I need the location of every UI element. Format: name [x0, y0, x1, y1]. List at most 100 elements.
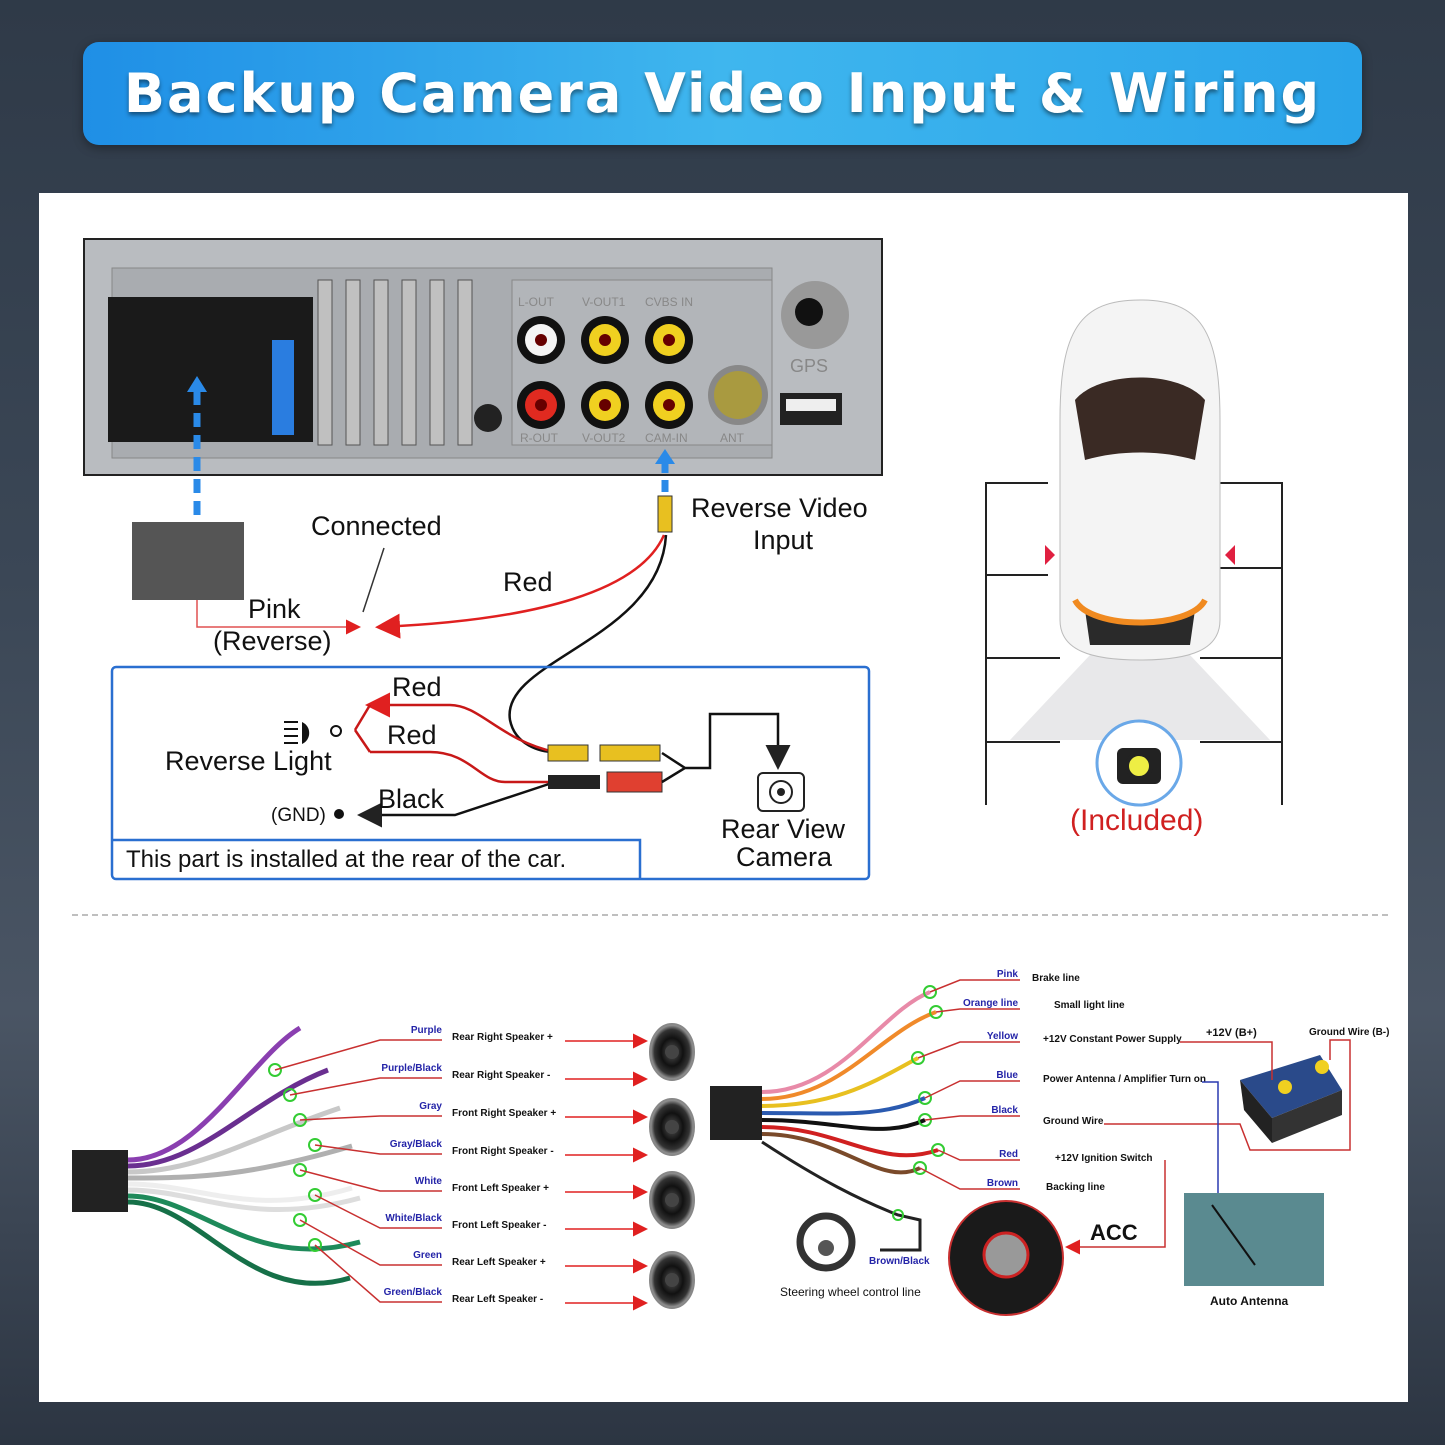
power-wire	[761, 1056, 919, 1108]
wire-color-label: Purple	[411, 1025, 443, 1036]
wire-function-label: Brake line	[1032, 973, 1080, 984]
leader-line	[314, 1244, 442, 1303]
wire-function-label: Rear Left Speaker +	[452, 1257, 546, 1268]
battery-plus-label: +12V (B+)	[1206, 1027, 1257, 1039]
wire-color-label: Orange line	[963, 998, 1018, 1009]
splice-marker	[308, 1138, 322, 1152]
port-label: GPS	[790, 356, 828, 376]
install-note: This part is installed at the rear of th…	[126, 846, 566, 873]
wire-function-label: +12V Ignition Switch	[1055, 1153, 1153, 1164]
wire-function-label: Rear Right Speaker -	[452, 1070, 550, 1081]
antenna-label: Auto Antenna	[1210, 1294, 1289, 1308]
wire-color-label: Pink	[997, 969, 1019, 980]
port-label: ANT	[720, 431, 745, 445]
port-labels: L-OUT V-OUT1 CVBS IN R-OUT V-OUT2 CAM-IN…	[518, 295, 828, 445]
leader-line	[299, 1115, 442, 1121]
port-label: L-OUT	[518, 295, 555, 309]
rca-ports	[474, 316, 768, 432]
arrow-head	[655, 449, 675, 464]
page-title: Backup Camera Video Input & Wiring	[123, 62, 1322, 125]
wire-color-label: Brown/Black	[869, 1256, 930, 1267]
wire-color-label: Gray	[419, 1101, 442, 1112]
wire-function-label: Front Left Speaker +	[452, 1183, 549, 1194]
power-wire	[761, 990, 931, 1094]
pink-label: Pink	[248, 594, 301, 624]
power-wire	[761, 1125, 939, 1158]
leader-line	[299, 1169, 442, 1192]
splice-marker	[911, 1051, 925, 1065]
power-wire	[761, 1132, 921, 1175]
port-label: R-OUT	[520, 431, 559, 445]
wire-function-label: Rear Left Speaker -	[452, 1294, 543, 1305]
camera-wiring: Connected Pink (Reverse) Red Reverse Vid…	[110, 493, 871, 881]
car-top-view: (Included)	[985, 299, 1283, 837]
rca-plug	[657, 495, 673, 533]
harness-plug	[132, 522, 244, 600]
leader-line	[274, 1039, 442, 1071]
red-label: Red	[392, 672, 442, 702]
fuse	[272, 340, 294, 435]
gnd-label: (GND)	[271, 805, 326, 826]
leader-line	[299, 1219, 442, 1266]
battery-minus-label: Ground Wire (B-)	[1309, 1027, 1389, 1038]
black-label: Black	[378, 784, 445, 814]
antenna-photo	[1184, 1193, 1324, 1286]
speaker-wire	[127, 1067, 329, 1169]
red-label: Red	[503, 567, 553, 597]
leader-line	[937, 1149, 1020, 1161]
wire-color-label: Gray/Black	[390, 1139, 443, 1150]
included-label: (Included)	[1070, 804, 1203, 837]
wire-color-label: Green/Black	[384, 1287, 443, 1298]
power-wire	[761, 1010, 937, 1101]
reverse-light-icon	[284, 721, 310, 744]
speaker-wire	[127, 1187, 361, 1212]
reverse-light-label: Reverse Light	[165, 746, 332, 776]
splice-marker	[268, 1063, 282, 1077]
wire-color-label: Yellow	[987, 1031, 1018, 1042]
splice-marker	[913, 1161, 927, 1175]
wire-function-label: +12V Constant Power Supply	[1043, 1034, 1182, 1045]
speaker-icon	[649, 1251, 695, 1309]
speaker-icon	[649, 1023, 695, 1081]
leader-line	[289, 1077, 442, 1096]
splice-marker	[308, 1238, 322, 1252]
steering-label: Steering wheel control line	[780, 1285, 921, 1299]
leader-line	[929, 979, 1020, 993]
splice-marker	[931, 1143, 945, 1157]
splice-marker	[923, 985, 937, 999]
connected-label: Connected	[311, 511, 442, 541]
port-label: CAM-IN	[645, 431, 688, 445]
arrow-head	[187, 376, 207, 392]
splice-marker	[283, 1088, 297, 1102]
battery-icon	[1240, 1055, 1342, 1143]
port-label: CVBS IN	[645, 295, 693, 309]
wire-function-label: Small light line	[1054, 1000, 1125, 1011]
head-unit-rear	[83, 238, 883, 476]
wire-function-label: Ground Wire	[1043, 1116, 1104, 1127]
rear-view-camera-label: Rear View	[721, 814, 846, 844]
wire-color-label: Black	[991, 1105, 1018, 1116]
wire-color-label: White	[415, 1176, 443, 1187]
port-label: V-OUT2	[582, 431, 626, 445]
speaker-wire	[127, 1199, 351, 1286]
wire-color-label: Red	[999, 1149, 1018, 1160]
speaker-wire	[127, 1025, 302, 1163]
rear-view-camera-label: Camera	[736, 842, 833, 872]
wire-color-label: Brown	[987, 1178, 1018, 1189]
port-label: V-OUT1	[582, 295, 626, 309]
wire-color-label: Green	[413, 1250, 442, 1261]
wire-function-label: Backing line	[1046, 1182, 1105, 1193]
leader-line	[924, 1115, 1020, 1121]
speaker-wire	[127, 1143, 353, 1181]
wire-function-label: Rear Right Speaker +	[452, 1032, 553, 1043]
splice-marker	[918, 1091, 932, 1105]
title-banner: Backup Camera Video Input & Wiring	[83, 42, 1362, 145]
wire-color-label: White/Black	[385, 1213, 442, 1224]
reverse-video-input-label: Input	[753, 525, 814, 555]
wire-color-label: Blue	[996, 1070, 1018, 1081]
speaker-icon	[649, 1171, 695, 1229]
acc-label: ACC	[1090, 1220, 1138, 1245]
wire-function-label: Front Right Speaker +	[452, 1108, 556, 1119]
